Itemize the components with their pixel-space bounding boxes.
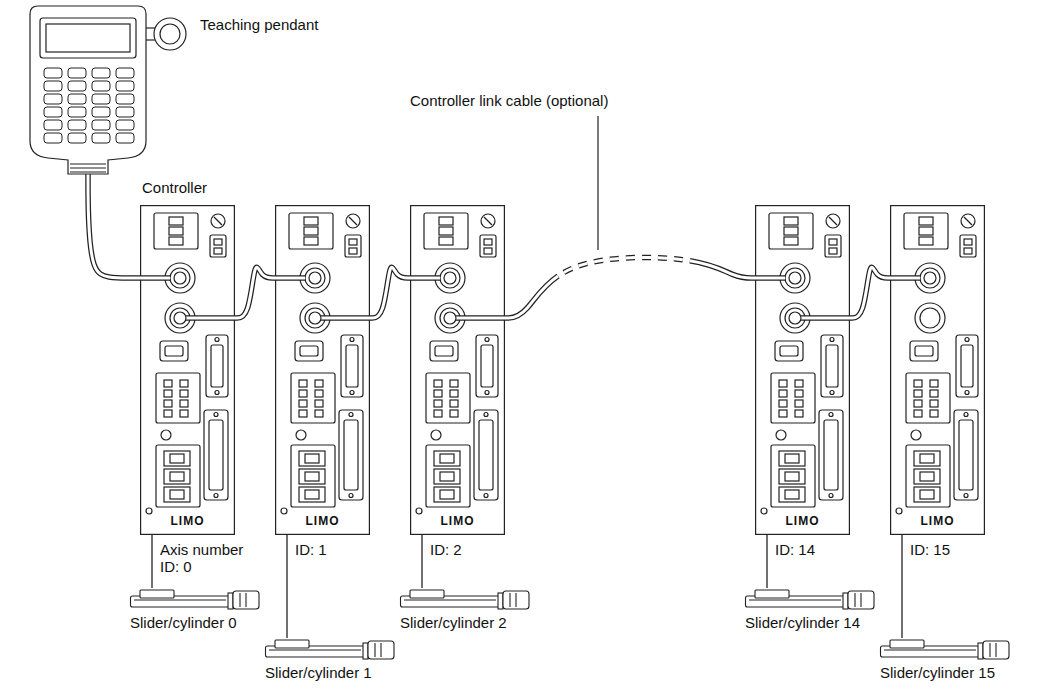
cable-core <box>505 257 755 318</box>
connection-cable <box>505 257 755 318</box>
actuator-label: Slider/cylinder 14 <box>745 614 860 631</box>
illustration-part <box>174 312 235 324</box>
device-label: Teaching pendant <box>200 16 318 33</box>
axis-id-label: ID: 14 <box>775 541 865 558</box>
actuator-label: Slider/cylinder 2 <box>400 614 507 631</box>
slider-illustration <box>880 638 1010 660</box>
cable-core <box>370 267 410 318</box>
cable-core <box>88 174 140 278</box>
actuator-label: Slider/cylinder 0 <box>130 614 237 631</box>
illustration-part <box>140 272 186 284</box>
brand-mark: LIMO <box>410 515 505 529</box>
illustration-part <box>410 272 456 284</box>
slider-actuator: Slider/cylinder 14 <box>745 588 875 610</box>
connection-cable <box>850 267 890 318</box>
cable-outline <box>235 267 275 318</box>
ctrl-illustration <box>890 205 985 535</box>
pendant-illustration <box>8 6 158 174</box>
axis-id-label: ID: 15 <box>910 541 1000 558</box>
controller: LIMOID: 2 <box>410 205 505 535</box>
brand-mark: LIMO <box>755 515 850 529</box>
slider-actuator: Slider/cylinder 15 <box>880 638 1010 660</box>
connection-cable <box>767 535 768 588</box>
slider-actuator: Slider/cylinder 0 <box>130 588 260 610</box>
cable-outline <box>505 257 755 318</box>
cable-outline <box>151 535 152 588</box>
brand-mark: LIMO <box>890 515 985 529</box>
illustration-part <box>131 590 260 609</box>
slider-illustration <box>265 638 395 660</box>
heading-label: Controller <box>142 179 207 196</box>
axis-id-label: ID: 2 <box>430 541 520 558</box>
cable-core <box>850 267 890 318</box>
connection-cable <box>88 174 140 278</box>
cable-outline <box>370 267 410 318</box>
ctrl-illustration <box>140 205 235 535</box>
slider-illustration <box>745 588 875 610</box>
illustration-part <box>890 272 936 284</box>
slider-illustration <box>400 588 530 610</box>
connection-cable <box>152 535 153 588</box>
connection-cable <box>370 267 410 318</box>
teaching-pendant: Teaching pendant <box>8 6 158 174</box>
actuator-label: Slider/cylinder 15 <box>880 664 995 681</box>
illustration-part <box>881 640 1010 659</box>
slider-actuator: Slider/cylinder 2 <box>400 588 530 610</box>
illustration-part <box>30 6 186 174</box>
cable-label: Controller link cable (optional) <box>410 92 608 109</box>
cable-outline <box>901 535 902 638</box>
leader-line <box>597 116 598 250</box>
axis-id-label: ID: 1 <box>295 541 385 558</box>
ctrl-illustration <box>755 205 850 535</box>
cable-core <box>235 267 275 318</box>
illustration-part <box>411 206 505 535</box>
illustration-part <box>141 206 235 535</box>
illustration-part <box>275 272 321 284</box>
illustration-part <box>891 206 985 535</box>
cable-outline <box>421 535 422 588</box>
connection-cable <box>287 535 288 638</box>
brand-mark: LIMO <box>140 515 235 529</box>
slider-actuator: Slider/cylinder 1 <box>265 638 395 660</box>
slider-illustration <box>130 588 260 610</box>
illustration-part <box>266 640 395 659</box>
illustration-part <box>746 590 875 609</box>
controller: LIMOID: 15 <box>890 205 985 535</box>
controller: LIMOID: 14 <box>755 205 850 535</box>
cable-outline <box>286 535 287 638</box>
ctrl-illustration <box>275 205 370 535</box>
connection-cable <box>902 535 903 638</box>
cable-outline <box>850 267 890 318</box>
illustration-part <box>789 312 850 324</box>
cable-outline <box>88 174 140 278</box>
actuator-label: Slider/cylinder 1 <box>265 664 372 681</box>
illustration-part <box>276 206 370 535</box>
illustration-part <box>401 590 530 609</box>
connection-cable <box>235 267 275 318</box>
cable-outline <box>766 535 767 588</box>
controller: LIMOID: 1 <box>275 205 370 535</box>
illustration-part <box>309 312 370 324</box>
illustration-part <box>755 272 801 284</box>
controller: ControllerLIMOAxis number ID: 0 <box>140 205 235 535</box>
axis-id-label: Axis number ID: 0 <box>160 541 250 576</box>
connection-cable <box>422 535 423 588</box>
illustration-part <box>444 312 505 324</box>
brand-mark: LIMO <box>275 515 370 529</box>
illustration-part <box>756 206 850 535</box>
ctrl-illustration <box>410 205 505 535</box>
